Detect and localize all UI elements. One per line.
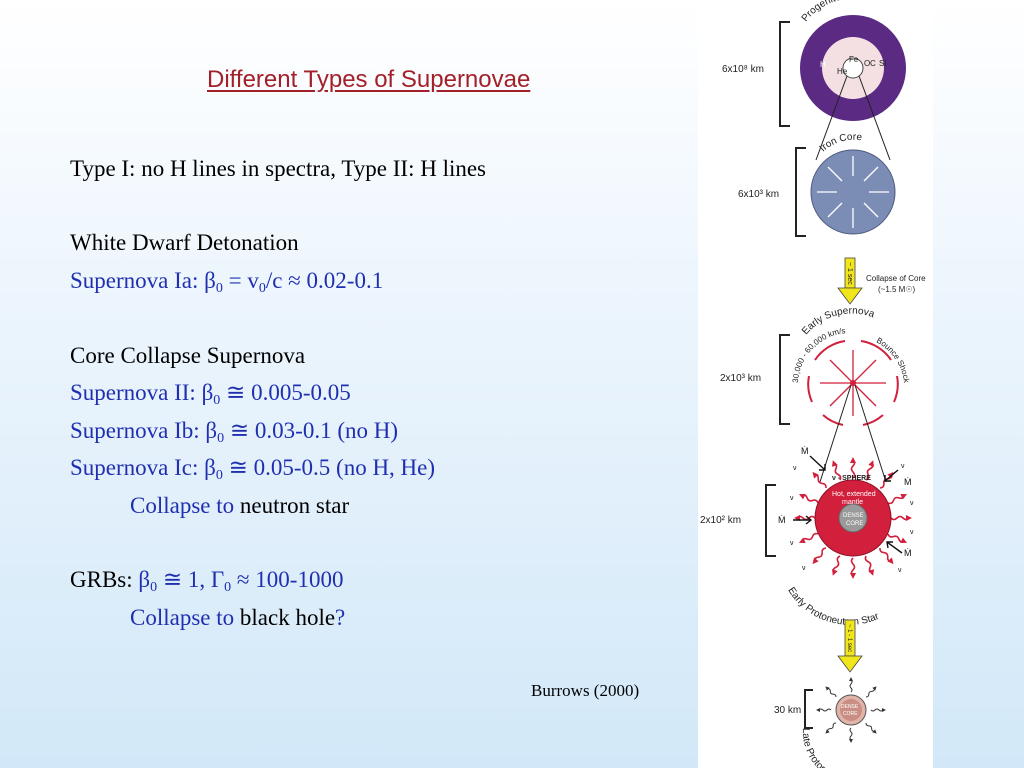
late-pns-core [840,699,862,721]
early-pns-label: Early Protoneutron Star [785,585,881,627]
nu-label-4: ν [910,500,914,507]
shock-rays [820,350,886,416]
layer-h: H [820,60,826,69]
collapse-to-text: Collapse to [130,493,235,518]
grbs-label: GRBs: [70,567,133,592]
layer-o: O [864,59,870,68]
slide-title: Different Types of Supernovae [207,66,531,93]
progenitor-bracket [779,21,790,127]
sn-ib-label: Supernova Ib: [70,418,200,443]
core-collapse-heading: Core Collapse Supernova [70,343,306,368]
collapse-arrow-head [837,287,863,305]
type-line: Type I: no H lines in spectra, Type II: … [70,156,487,181]
sn-ii-range: 0.005-0.05 [251,380,351,405]
black-hole-text: black hole [239,605,336,630]
nu-label-8: ν [898,567,902,574]
layer-si: Si [879,59,886,68]
nu-label-3: ν [790,495,794,502]
mdot-label-3: Ṁ [778,515,786,525]
nu-label-1: ν [793,465,797,472]
sn-ib-range: 0.03-0.1 (no H) [254,418,398,443]
iron-core-bracket [795,147,806,237]
nu-label-2: ν [901,463,905,470]
mdot-label-4: Ṁ [904,548,912,558]
dense-core-label-1: DENSE [843,513,864,519]
nu-label-7: ν [802,565,806,572]
collapse-mass: (~1.5 M☉) [878,285,916,294]
early-sn-bracket [779,334,790,425]
dense-core-label-2: CORE [846,521,863,527]
time-label-2: ~ 1 - 1 sec [846,624,852,652]
bounce-label: Bounce Shock [875,336,911,384]
late-pns-bracket [804,689,813,729]
late-pns-scale: 30 km [774,705,801,716]
early-pns-dense-core [838,503,868,533]
early-pns-scale: 2x10² km [700,515,741,526]
collapse-to-text-2: Collapse to [130,605,235,630]
mantle-label-1: Hot, extended [832,491,876,498]
progenitor-scale: 6x10⁸ km [722,64,764,75]
sn-ia-label: Supernova Ia: [70,268,199,293]
collapse-blackhole-line: Collapse to black hole? [130,604,345,632]
infall-arrows [817,156,889,228]
supernova-ib-line: Supernova Ib: β0 ≅ 0.03-0.1 (no H) [70,418,398,446]
supernova-diagram: Progenitor Star 6x10⁸ km H He Fe O C Si … [698,0,933,768]
sn-ic-label: Supernova Ic: [70,455,199,480]
late-pns-label: Late Protoneutron Star [800,728,872,768]
early-pns-bracket [765,484,776,557]
bounce-shock [807,340,899,426]
neutron-star-text: neutron star [239,493,350,518]
mdot-label-1: Ṁ [801,446,809,456]
white-dwarf-heading: White Dwarf Detonation [70,230,299,255]
supernova-ii-line: Supernova II: β0 ≅ 0.005-0.05 [70,380,351,408]
late-dense-core-1: DENSE [841,704,859,710]
nu-label-5: ν [790,540,794,547]
sn-ii-label: Supernova II: [70,380,196,405]
nu-sphere-label: ν - SPHERE [832,475,871,482]
layer-c: C [870,59,876,68]
early-sn-scale: 2x10³ km [720,373,761,384]
supernova-ia-line: Supernova Ia: β0 = v0/c ≈ 0.02-0.1 [70,268,384,296]
iron-core-scale: 6x10³ km [738,189,779,200]
sn-ic-range: 0.05-0.5 (no H, He) [253,455,436,480]
question-mark: ? [335,605,346,630]
supernova-ic-line: Supernova Ic: β0 ≅ 0.05-0.5 (no H, He) [70,455,436,483]
mdot-label-2: Ṁ [904,477,912,487]
grbs-line: GRBs: β0 ≅ 1, Γ0 ≈ 100-1000 [70,567,344,595]
layer-fe: Fe [849,55,859,64]
layer-he: He [837,67,848,76]
cooling-arrow-head [837,655,863,673]
grbs-gamma: 100-1000 [255,567,344,592]
progenitor-core [842,57,864,79]
nu-label-6: ν [910,529,914,536]
mdot-arrows [793,455,903,554]
mantle-label-2: mantle [842,499,863,506]
grbs-beta: 1, [187,567,206,592]
collapse-label: Collapse of Core [866,274,926,283]
time-label-1: ~ 1 sec [846,262,853,285]
collapse-neutron-line: Collapse to neutron star [130,492,349,520]
late-dense-core-2: CORE [843,711,858,717]
citation: Burrows (2000) [531,681,640,700]
